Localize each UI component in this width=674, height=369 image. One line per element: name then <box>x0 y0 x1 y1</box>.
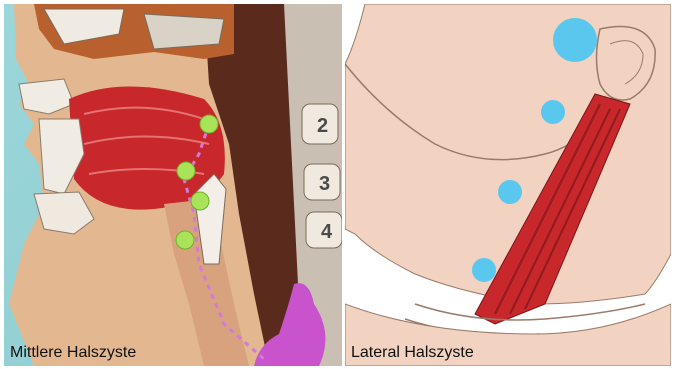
midline-cyst-4 <box>176 231 194 249</box>
lateral-cyst-4 <box>472 258 496 282</box>
lateral-cyst-panel: Lateral Halszyste <box>345 4 671 366</box>
lateral-cyst-caption: Lateral Halszyste <box>351 344 474 362</box>
midline-cyst-panel: 2 3 4 Mittlere Halszyste <box>4 4 342 366</box>
vertebra-label-2: 2 <box>317 115 328 137</box>
lateral-cyst-3 <box>498 180 522 204</box>
midline-cyst-2 <box>177 162 195 180</box>
vertebra-label-3: 3 <box>319 173 330 195</box>
lateral-neck-illustration <box>345 4 671 366</box>
sagittal-section-illustration: 2 3 4 <box>4 4 342 366</box>
lateral-cyst-1 <box>553 18 597 62</box>
midline-cyst-1 <box>200 115 218 133</box>
palate-bone <box>144 14 224 49</box>
lateral-cyst-2 <box>541 100 565 124</box>
vertebra-label-4: 4 <box>321 221 333 243</box>
midline-cyst-3 <box>191 192 209 210</box>
midline-cyst-caption: Mittlere Halszyste <box>10 344 136 362</box>
